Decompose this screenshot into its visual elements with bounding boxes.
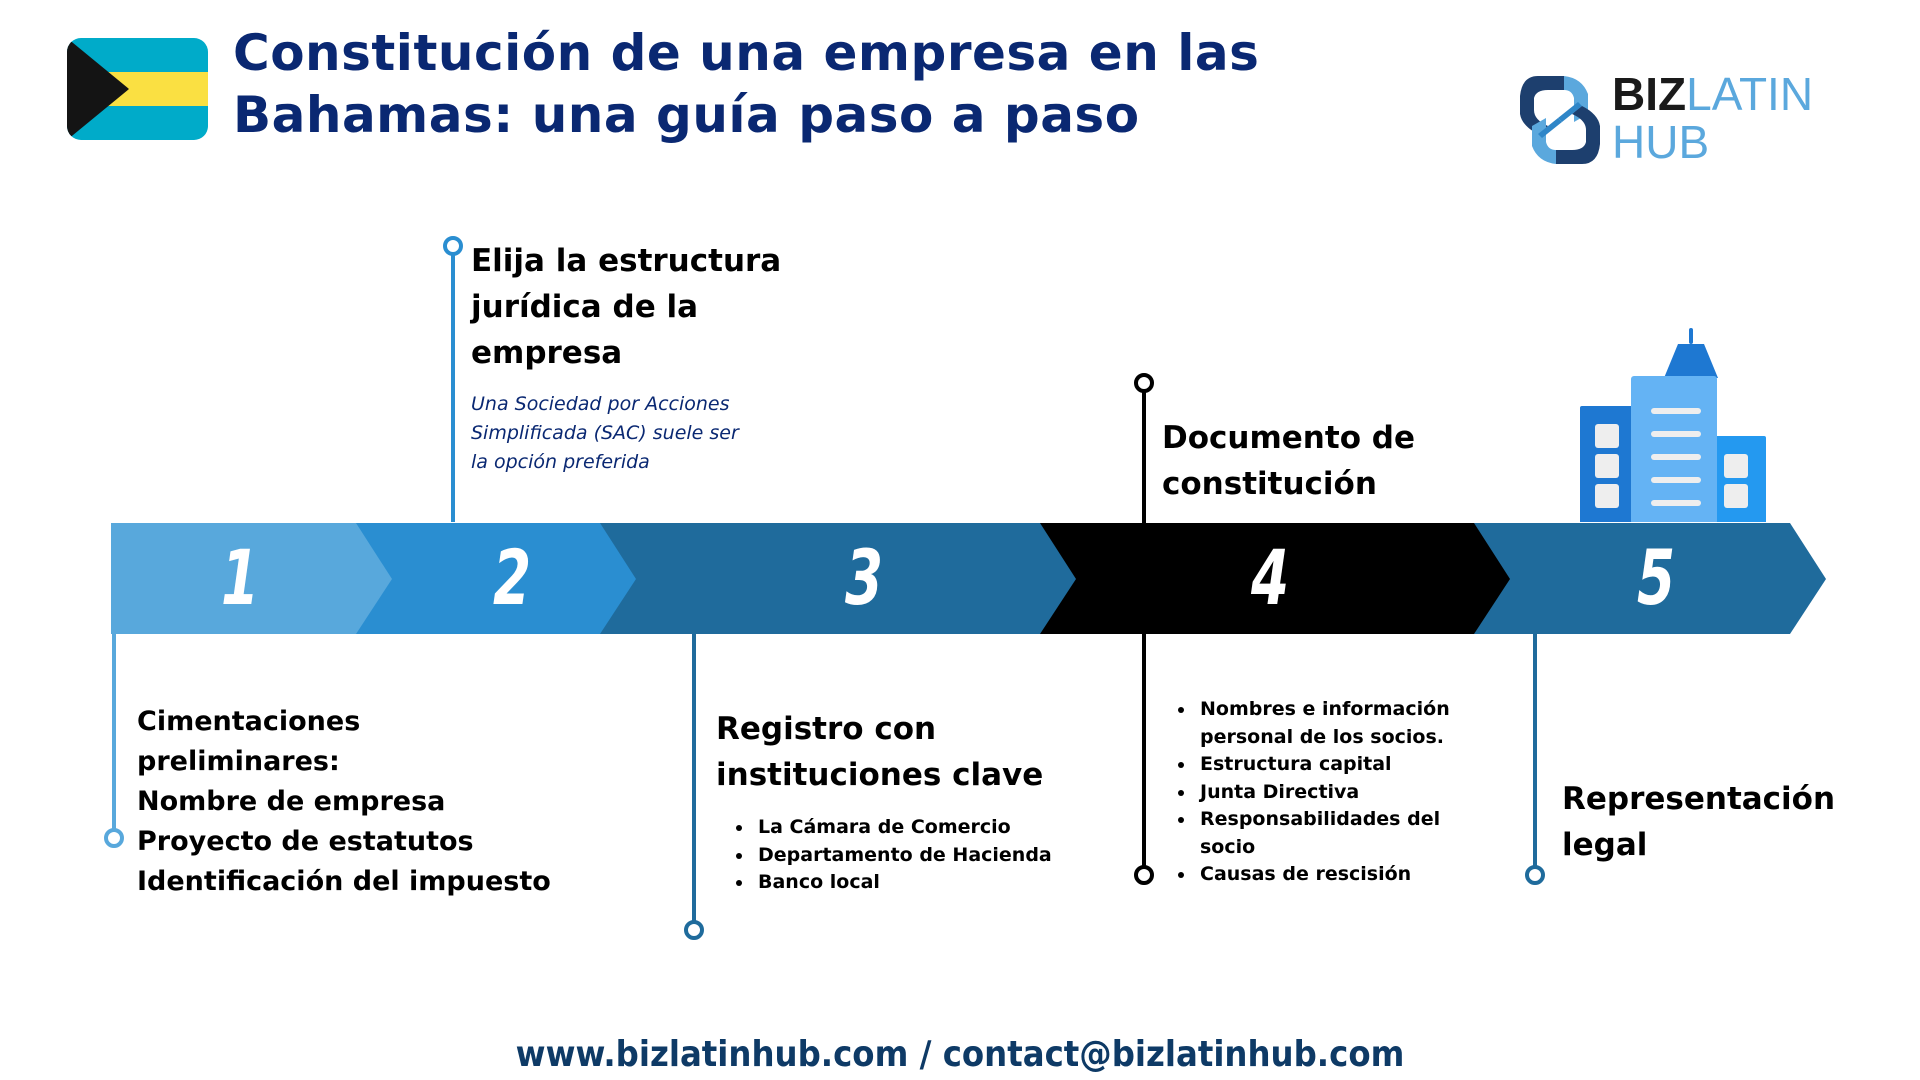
step-4-content: Nombres e información personal de los so… bbox=[1172, 696, 1462, 889]
connector-step-5 bbox=[1525, 634, 1545, 885]
step-4-heading-block: Documento de constitución bbox=[1162, 415, 1462, 507]
step-2-note: Simplificada (SAC) suele ser bbox=[471, 422, 739, 444]
bullet-item: Responsabilidades del socio bbox=[1196, 806, 1462, 861]
title-line-2: Bahamas: una guía paso a paso bbox=[233, 86, 1140, 144]
step-number-3: 3 bbox=[844, 533, 884, 622]
step-4-heading: constitución bbox=[1162, 466, 1377, 502]
step-1-line: Proyecto de estatutos bbox=[137, 826, 474, 857]
title-line-1: Constitución de una empresa en las bbox=[233, 24, 1260, 82]
bullet-item: Causas de rescisión bbox=[1196, 861, 1462, 889]
step-1-line: Nombre de empresa bbox=[137, 786, 446, 817]
step-2-note: la opción preferida bbox=[471, 451, 650, 473]
bullet-item: Junta Directiva bbox=[1196, 779, 1462, 807]
step-5-content: Representación legal bbox=[1562, 776, 1902, 868]
bahamas-flag-icon bbox=[67, 38, 208, 140]
bullet-item: Estructura capital bbox=[1196, 751, 1462, 779]
step-3-bullets: La Cámara de Comercio Departamento de Ha… bbox=[730, 814, 1076, 897]
step-1-line: preliminares: bbox=[137, 746, 340, 777]
bizlatinhub-logo-icon bbox=[1520, 76, 1600, 164]
step-1-line: Cimentaciones bbox=[137, 706, 361, 737]
step-5-heading: Representación bbox=[1562, 781, 1836, 817]
bullet-item: La Cámara de Comercio bbox=[754, 814, 1076, 842]
step-2-note: Una Sociedad por Acciones bbox=[471, 393, 730, 415]
step-number-4: 4 bbox=[1250, 533, 1290, 622]
connector-step-3 bbox=[684, 634, 704, 940]
step-3-heading: instituciones clave bbox=[716, 757, 1044, 793]
step-number-5: 5 bbox=[1636, 533, 1676, 622]
step-3-heading: Registro con bbox=[716, 711, 937, 747]
step-2-content: Elija la estructura jurídica de la empre… bbox=[471, 238, 811, 477]
bizlatinhub-logo: BIZLATIN HUB bbox=[1612, 70, 1813, 166]
step-4-bullets: Nombres e información personal de los so… bbox=[1172, 696, 1462, 889]
segment-3 bbox=[596, 523, 1076, 634]
step-1-line: Identificación del impuesto bbox=[137, 866, 551, 897]
page-title: Constitución de una empresa en las Baham… bbox=[233, 22, 1259, 146]
segment-2 bbox=[356, 523, 636, 634]
bullet-item: Nombres e información personal de los so… bbox=[1196, 696, 1462, 751]
office-building-icon bbox=[1580, 328, 1766, 522]
bullet-item: Banco local bbox=[754, 869, 1076, 897]
step-3-content: Registro con instituciones clave La Cáma… bbox=[716, 706, 1076, 897]
logo-biz: BIZ bbox=[1612, 68, 1687, 120]
segment-4 bbox=[1030, 523, 1510, 634]
step-1-content: Cimentaciones preliminares: Nombre de em… bbox=[137, 702, 557, 902]
logo-latin: LATIN bbox=[1686, 68, 1814, 120]
segment-5 bbox=[1470, 523, 1826, 634]
step-2-heading: empresa bbox=[471, 335, 623, 371]
connector-step-2 bbox=[443, 236, 463, 522]
logo-hub: HUB bbox=[1612, 116, 1710, 168]
segment-1 bbox=[111, 523, 392, 634]
step-4-heading: Documento de bbox=[1162, 420, 1415, 456]
step-number-2: 2 bbox=[492, 533, 532, 622]
step-5-heading: legal bbox=[1562, 827, 1648, 863]
bullet-item: Departamento de Hacienda bbox=[754, 842, 1076, 870]
step-2-heading: jurídica de la bbox=[471, 289, 699, 325]
step-2-heading: Elija la estructura bbox=[471, 243, 782, 279]
footer-contact[interactable]: www.bizlatinhub.com / contact@bizlatinhu… bbox=[515, 1034, 1405, 1075]
connector-step-1 bbox=[104, 634, 124, 848]
step-number-1: 1 bbox=[220, 533, 260, 622]
